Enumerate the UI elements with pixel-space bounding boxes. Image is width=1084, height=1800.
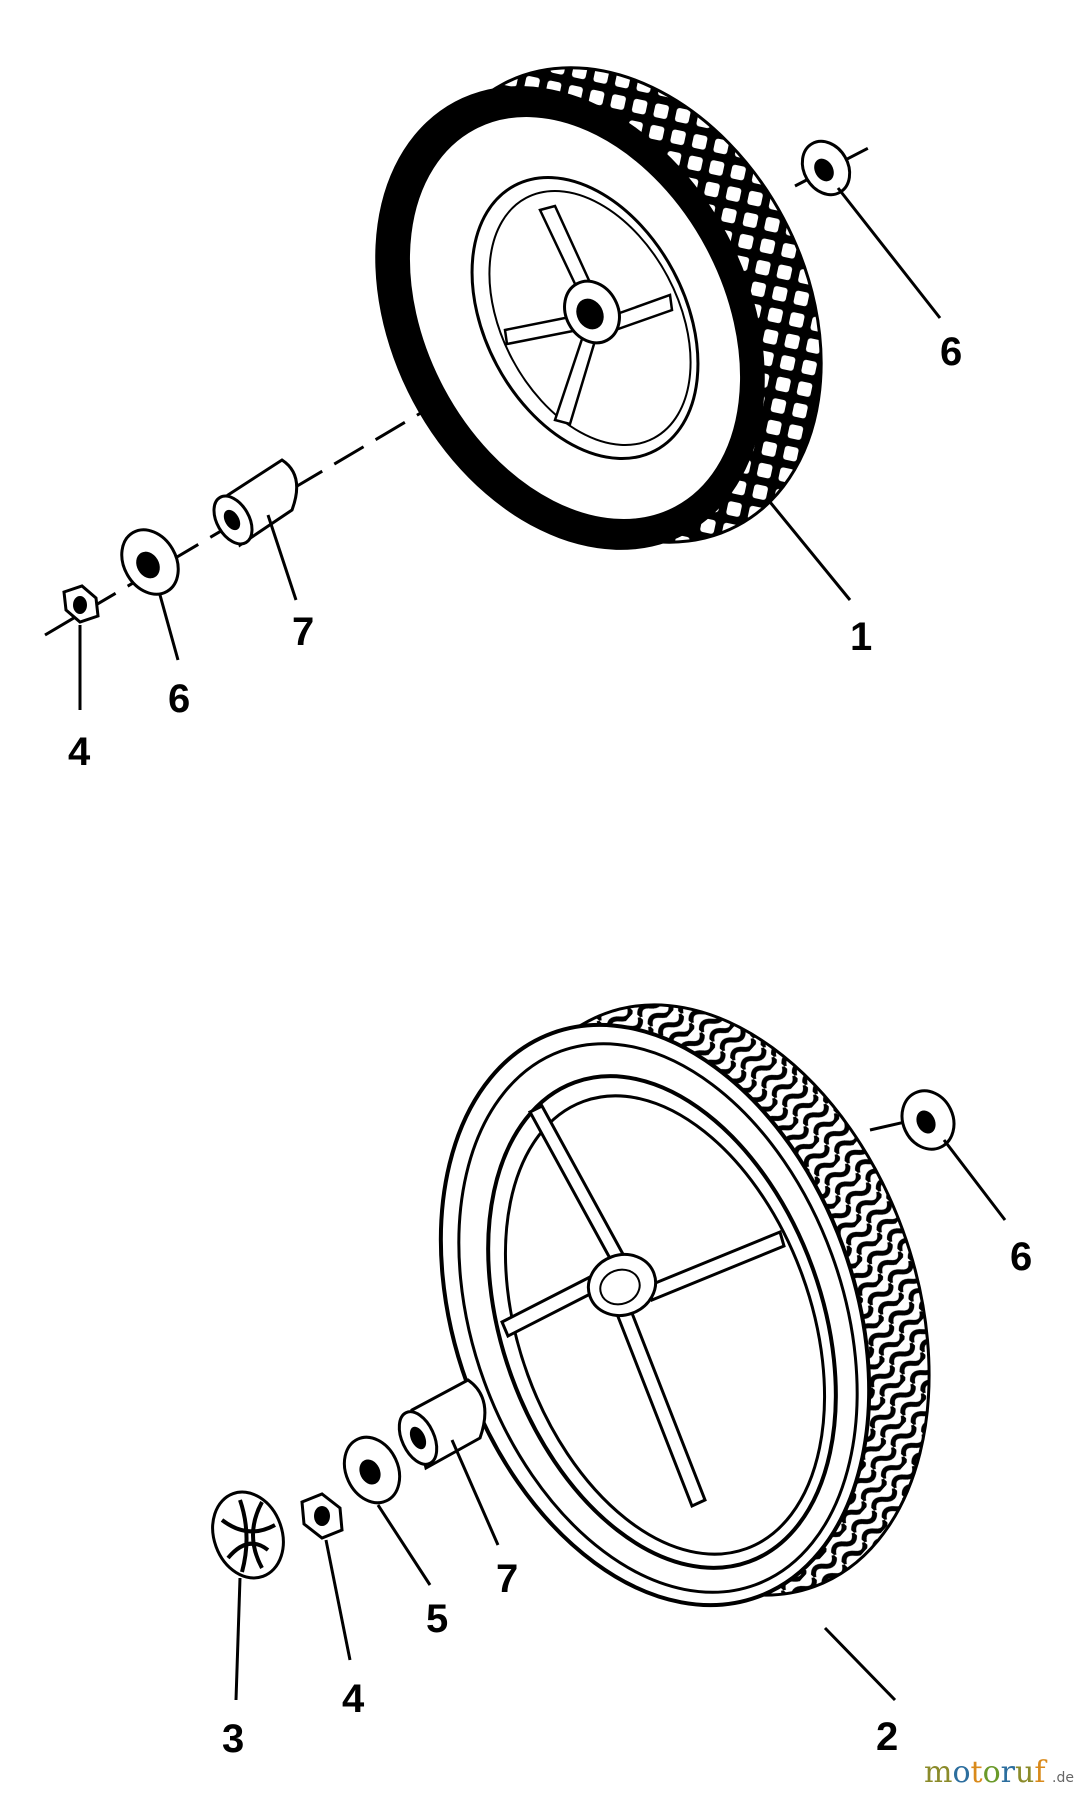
watermark-letter: o [983, 1755, 1001, 1790]
leader-2 [823, 1626, 897, 1702]
top-wheel-assembly: 1 6 7 6 4 [44, 66, 962, 774]
washer-5 [342, 1435, 402, 1505]
tire-1 [375, 66, 823, 550]
leader-7-bottom [450, 1439, 500, 1546]
hubcap-3 [211, 1490, 285, 1580]
watermark-text: motoruf [924, 1755, 1047, 1790]
watermark-letter: u [1015, 1755, 1034, 1790]
leader-6-top-right [836, 187, 942, 319]
callout-7-bottom: 7 [496, 1557, 518, 1601]
leader-6-top-left [158, 594, 180, 661]
bushing-7-bottom [397, 1378, 487, 1471]
callout-3: 3 [222, 1717, 244, 1761]
leader-1 [768, 501, 852, 601]
leader-7-top [266, 514, 298, 601]
tire-2 [438, 1003, 931, 1608]
callout-6-top-right: 6 [940, 330, 962, 374]
bottom-wheel-assembly: 6 2 7 5 4 3 [211, 1003, 1032, 1761]
callout-6-top-left: 6 [168, 677, 190, 721]
washer-6-top-left [120, 528, 180, 596]
washer-6-top-right [800, 139, 852, 197]
callout-7-top: 7 [292, 610, 314, 654]
callout-1: 1 [850, 615, 872, 659]
watermark-letter: m [924, 1755, 952, 1790]
watermark-suffix: .de [1052, 1770, 1074, 1786]
leader-4-bottom [324, 1539, 352, 1661]
callout-4-top: 4 [68, 730, 91, 774]
washer-6-bottom-right [900, 1089, 956, 1151]
callout-6-bottom-right: 6 [1010, 1235, 1032, 1279]
bottom-axle-centerline-right [869, 1120, 906, 1132]
callout-4-bottom: 4 [342, 1677, 365, 1721]
nut-4-bottom [300, 1492, 344, 1540]
watermark-letter: o [952, 1755, 970, 1790]
leader-6-bottom-right [942, 1139, 1007, 1221]
bushing-7-top [212, 458, 299, 548]
leader-5 [376, 1504, 432, 1586]
nut-4-top [62, 584, 100, 624]
leader-3 [234, 1577, 242, 1701]
watermark-letter: t [971, 1755, 983, 1790]
watermark-letter: r [1001, 1755, 1016, 1790]
watermark-logo: motoruf .de [924, 1755, 1074, 1790]
callout-5: 5 [426, 1597, 448, 1641]
callout-2: 2 [876, 1715, 898, 1759]
watermark-letter: f [1034, 1755, 1047, 1790]
